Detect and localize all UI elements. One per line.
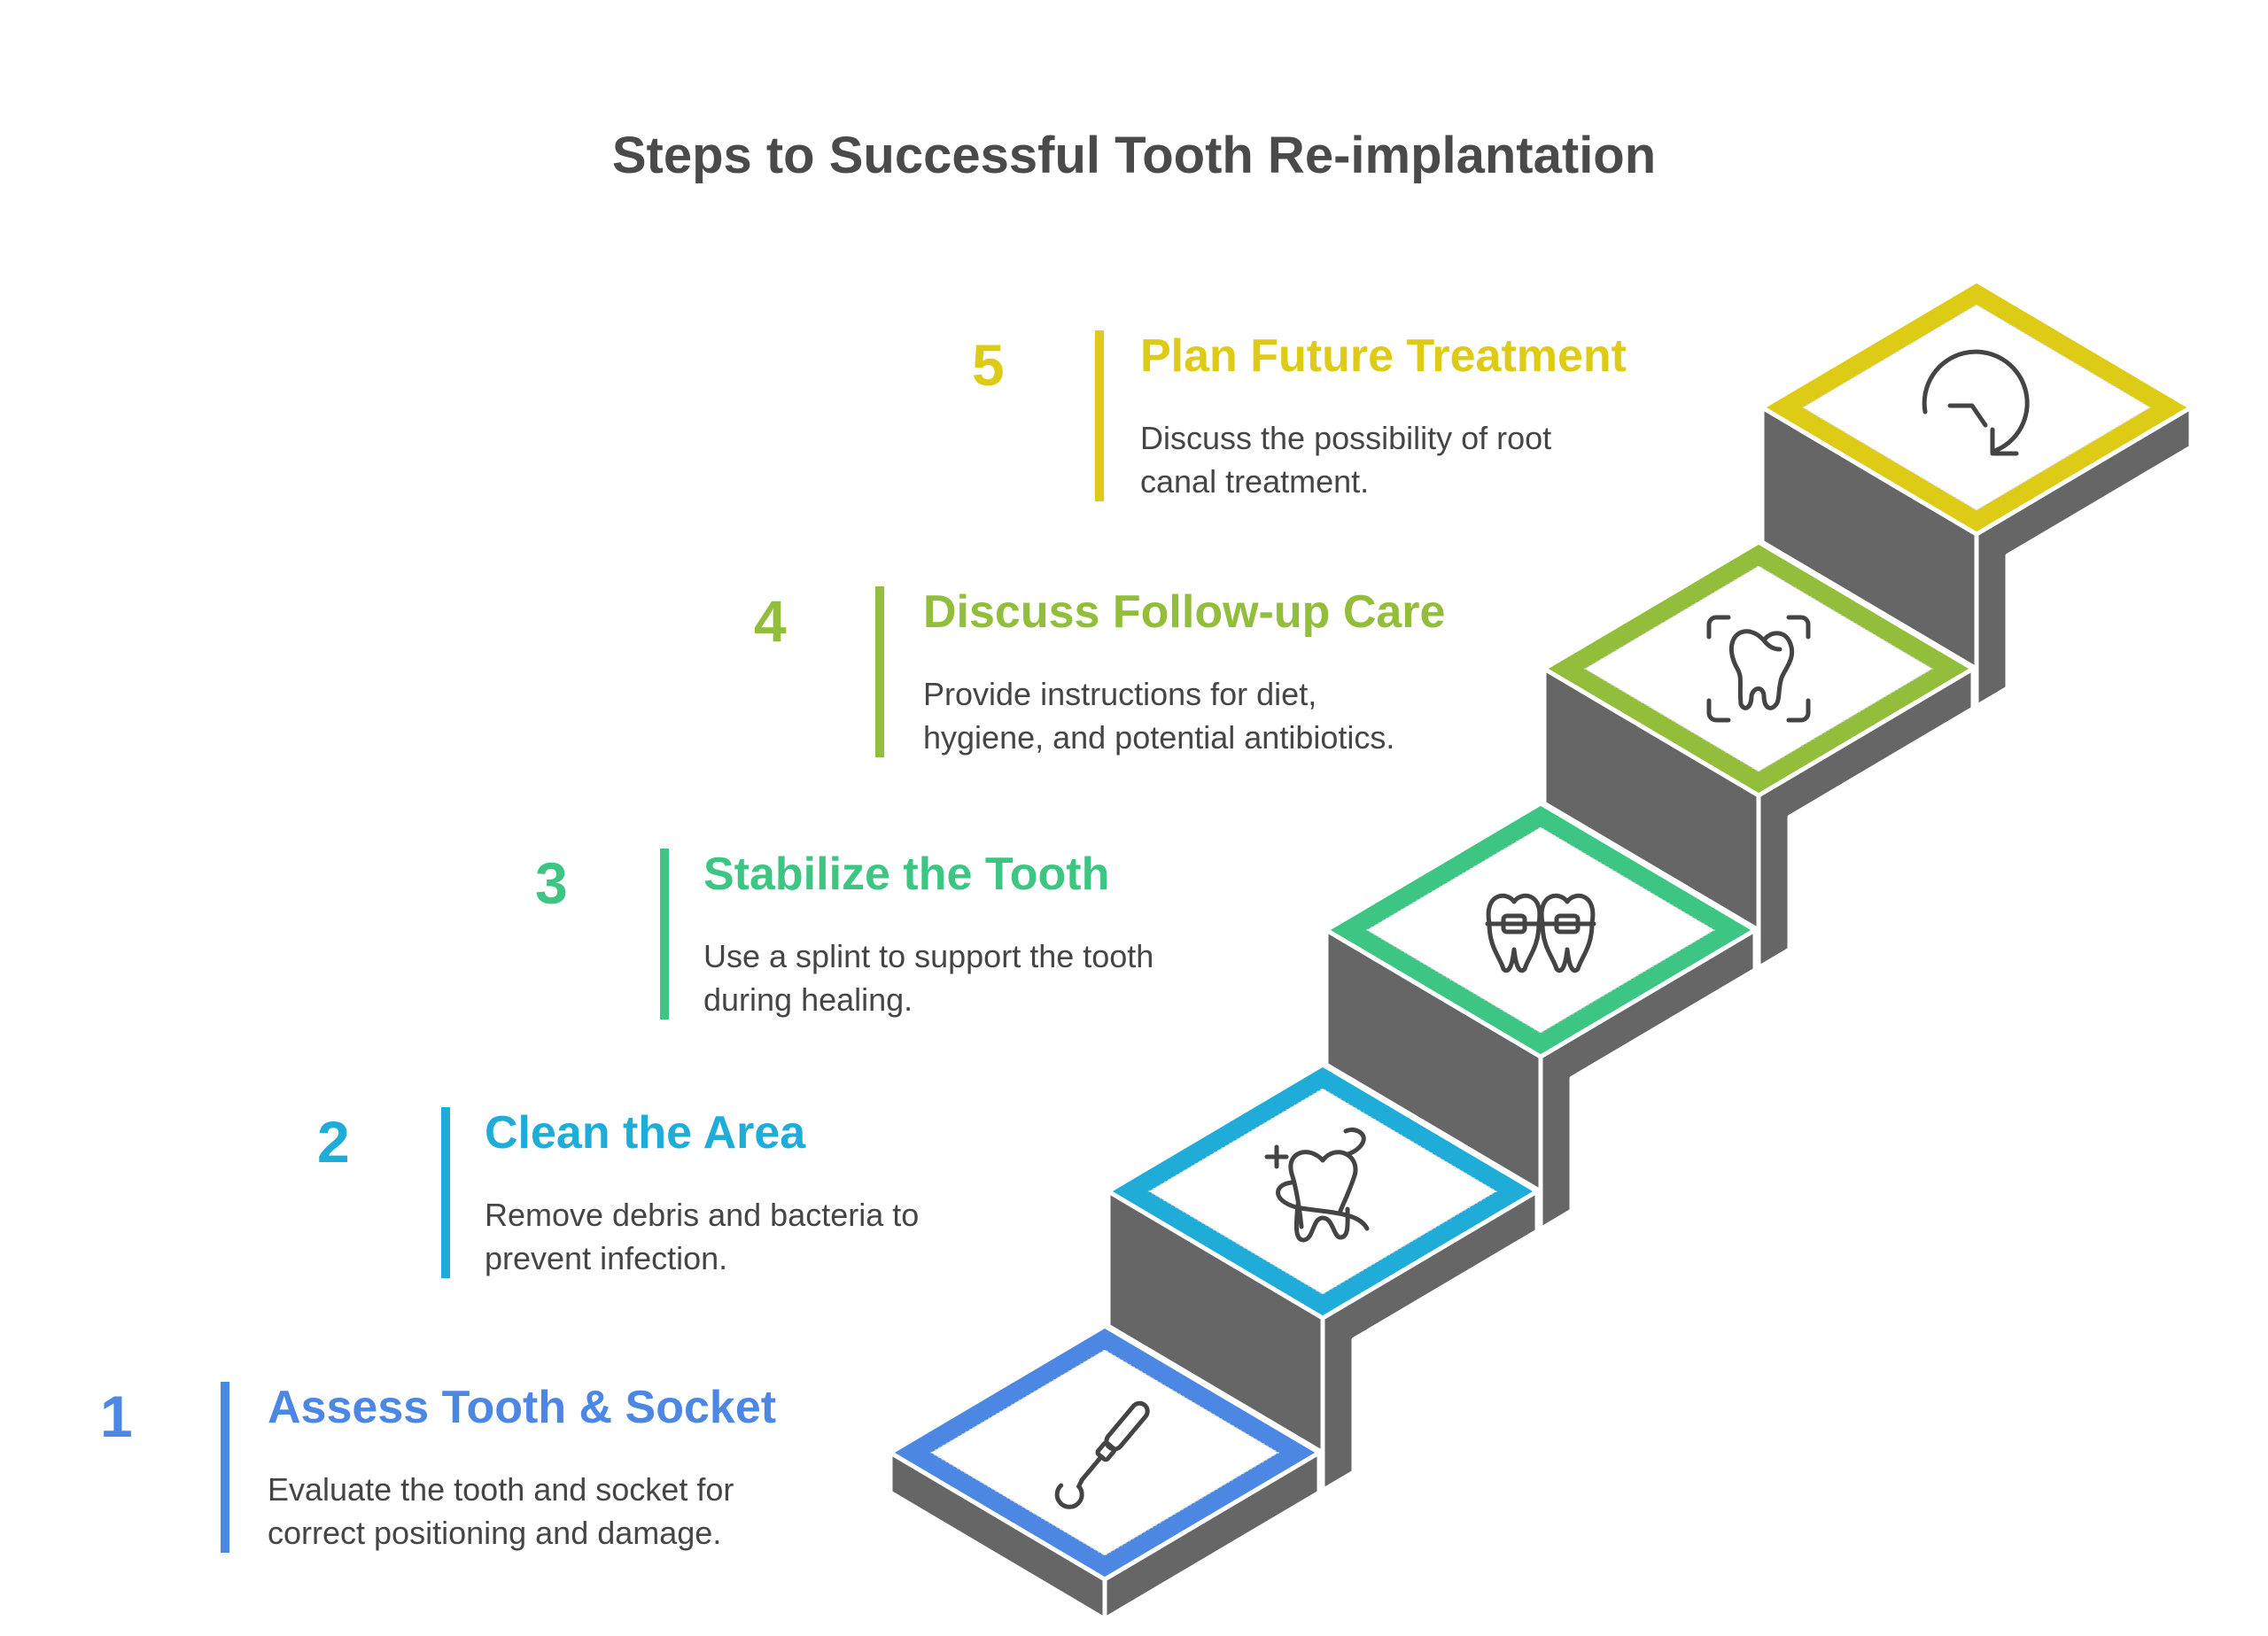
step-5-platform [1759, 278, 2194, 537]
step-4-inner-panel [1583, 565, 1934, 772]
teeth-braces-icon [1485, 893, 1596, 973]
step-description-line: Use a splint to support the tooth [703, 938, 1154, 974]
step-description: Use a splint to support the tooth during… [703, 934, 1270, 1021]
step-description-line: Provide instructions for diet, [923, 676, 1317, 712]
step-title: Stabilize the Tooth [703, 849, 1110, 900]
step-1-platform [888, 1323, 1322, 1582]
tooth-floss-clean-icon [1264, 1128, 1370, 1243]
step-number: 2 [317, 1109, 350, 1175]
step-number: 1 [100, 1384, 133, 1449]
staircase-risers [888, 405, 2194, 1622]
step-4-platform [1542, 539, 1976, 798]
step-description: Remove debris and bacteria to prevent in… [485, 1193, 1052, 1280]
step-divider-bar [660, 849, 669, 1020]
step-divider-bar [875, 586, 884, 757]
step-description-line: Remove debris and bacteria to [485, 1197, 920, 1233]
step-number: 4 [754, 588, 787, 654]
step-number: 3 [535, 850, 568, 916]
step-title: Plan Future Treatment [1140, 330, 1627, 382]
step-number: 5 [972, 332, 1005, 398]
step-divider-bar [1095, 330, 1104, 501]
step-description-line: prevent infection. [485, 1240, 728, 1276]
step-description: Evaluate the tooth and socket for correc… [268, 1468, 835, 1555]
step-description-line: during healing. [703, 981, 913, 1018]
step-description-line: Evaluate the tooth and socket for [268, 1471, 734, 1508]
page-title: Steps to Successful Tooth Re-implantatio… [611, 127, 1657, 184]
dental-probe-icon [1054, 1400, 1150, 1509]
step-divider-bar [441, 1107, 450, 1278]
step-divider-bar [221, 1382, 229, 1553]
step-description-line: canal treatment. [1140, 463, 1370, 500]
step-description: Discuss the possibility of root canal tr… [1140, 416, 1707, 503]
step-2-platform [1106, 1062, 1540, 1321]
step-title: Clean the Area [485, 1107, 806, 1159]
step-2-inner-panel [1147, 1088, 1498, 1295]
step-description-line: hygiene, and potential antibiotics. [923, 719, 1395, 756]
step-1-inner-panel [929, 1349, 1280, 1556]
step-3-platform [1324, 801, 1758, 1059]
step-description-line: Discuss the possibility of root [1140, 420, 1552, 456]
clock-arrow-icon [1922, 349, 2030, 456]
staircase-steps [888, 278, 2194, 1582]
step-description: Provide instructions for diet, hygiene, … [923, 672, 1490, 759]
step-title: Assess Tooth & Socket [268, 1382, 777, 1433]
step-description-line: correct positioning and damage. [268, 1515, 722, 1551]
tooth-scan-icon [1706, 615, 1811, 723]
step-5-inner-panel [1801, 304, 2152, 511]
step-title: Discuss Follow-up Care [923, 586, 1446, 638]
